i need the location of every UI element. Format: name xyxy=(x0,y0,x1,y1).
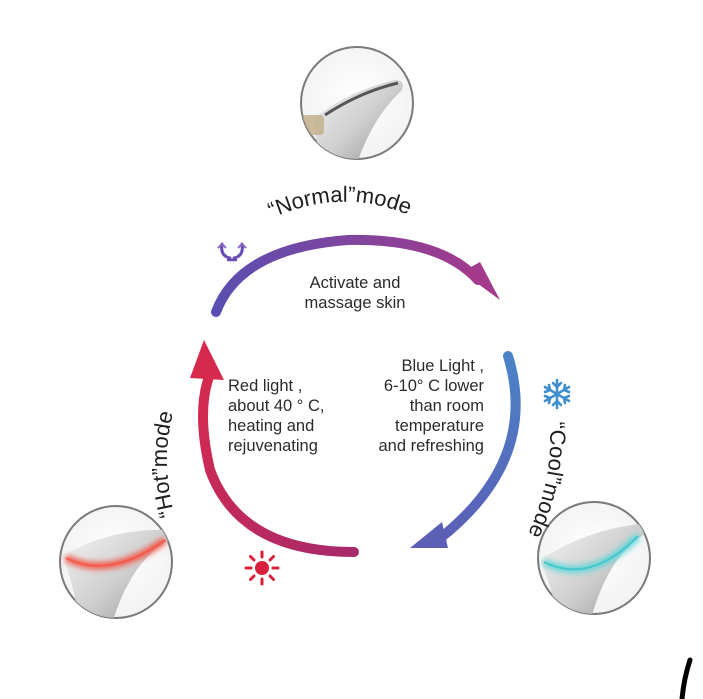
description-line: massage skin xyxy=(304,294,406,312)
description-line: and refreshing xyxy=(378,437,485,455)
description-line: heating and xyxy=(228,417,315,435)
stray-pen-mark xyxy=(679,657,693,699)
hot-mode-description: Red light , about 40 ° C, heating and re… xyxy=(228,376,358,456)
hot-mode-label: “Hot”mode xyxy=(147,408,180,520)
description-line: than room xyxy=(409,397,484,415)
description-line: temperature xyxy=(395,417,484,435)
cool-mode-description: Blue Light , 6-10° C lower than room tem… xyxy=(336,356,485,456)
description-line: Red light , xyxy=(228,377,303,395)
cool-mode-arrow xyxy=(410,351,521,548)
description-line: about 40 ° C, xyxy=(228,397,325,415)
hot-mode-arrow xyxy=(190,340,359,557)
device-image-hot xyxy=(59,505,173,619)
sun-icon xyxy=(244,550,280,586)
normal-mode-description: Activate and massage skin xyxy=(280,273,430,313)
description-line: Activate and xyxy=(309,274,401,292)
snowflake-icon xyxy=(543,378,571,410)
device-image-cool xyxy=(537,501,651,615)
normal-mode-label: “Normal”mode xyxy=(264,182,415,223)
normal-mode-arrow xyxy=(211,234,500,317)
description-line: 6-10° C lower xyxy=(383,377,484,395)
description-line: rejuvenating xyxy=(228,437,318,455)
wave-symbol-icon xyxy=(217,242,247,262)
device-image-normal xyxy=(300,46,414,160)
description-line: Blue Light , xyxy=(401,357,484,375)
